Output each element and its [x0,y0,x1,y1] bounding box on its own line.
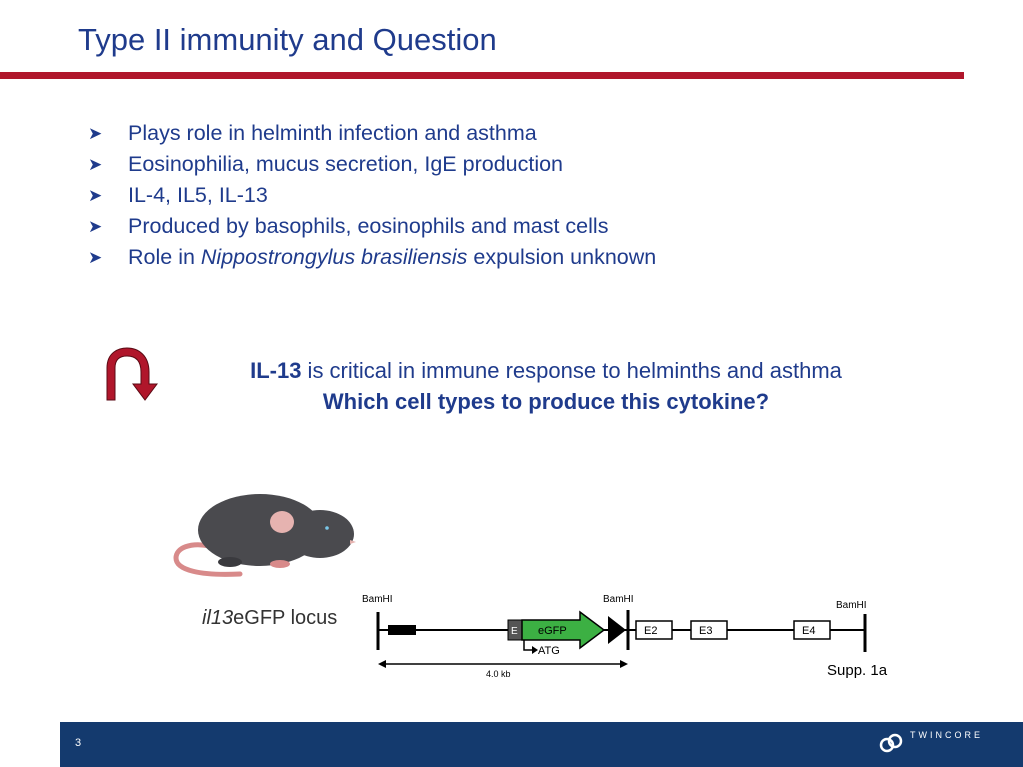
egfp-label: eGFP [538,625,567,637]
bullet-item: ➤Plays role in helminth infection and as… [88,118,656,149]
arrow-bullet-icon: ➤ [88,186,103,205]
bamhi-site-label: BamHI [836,600,867,611]
slide-title: Type II immunity and Question [78,22,497,57]
arrow-bullet-icon: ➤ [88,124,103,143]
twincore-logo-icon [879,733,903,753]
twincore-logo: TWINCORE [878,730,983,756]
egfp-arrow [521,610,606,650]
title-divider [0,72,964,79]
bullet-item: ➤Role in Nippostrongylus brasiliensis ex… [88,242,656,273]
logo-text: TWINCORE [910,730,983,740]
footer-bar: 3 TWINCORE [60,722,1023,767]
exon-label: E3 [699,625,712,637]
bullet-list: ➤Plays role in helminth infection and as… [88,118,656,273]
bamhi-site-label: BamHI [362,594,393,605]
page-number: 3 [75,737,82,749]
loxp-triangle [608,616,626,644]
figure-caption: Supp. 1a [827,662,888,679]
arrow-bullet-icon: ➤ [88,155,103,174]
exon-label: E4 [802,625,815,637]
locus-label: il13eGFP locus [202,607,338,629]
bamhi-site-label: BamHI [603,594,634,605]
bullet-item: ➤IL-4, IL5, IL-13 [88,180,656,211]
arrow-bullet-icon: ➤ [88,248,103,267]
locus-diagram: BamHI BamHI BamHI E eGFP E2 E3 E4 ATG 4.… [362,594,867,679]
mouse-illustration [173,494,356,577]
bullet-item: ➤Produced by basophils, eosinophils and … [88,211,656,242]
scale-label: 4.0 kb [486,669,511,679]
key-question: IL-13 is critical in immune response to … [250,358,842,414]
exon-e-label: E [511,626,518,637]
atg-label: ATG [538,645,560,657]
curved-arrow-icon [106,347,158,401]
arrow-bullet-icon: ➤ [88,217,103,236]
bullet-item: ➤Eosinophilia, mucus secretion, IgE prod… [88,149,656,180]
exon-label: E2 [644,625,657,637]
exon-block [388,625,416,635]
